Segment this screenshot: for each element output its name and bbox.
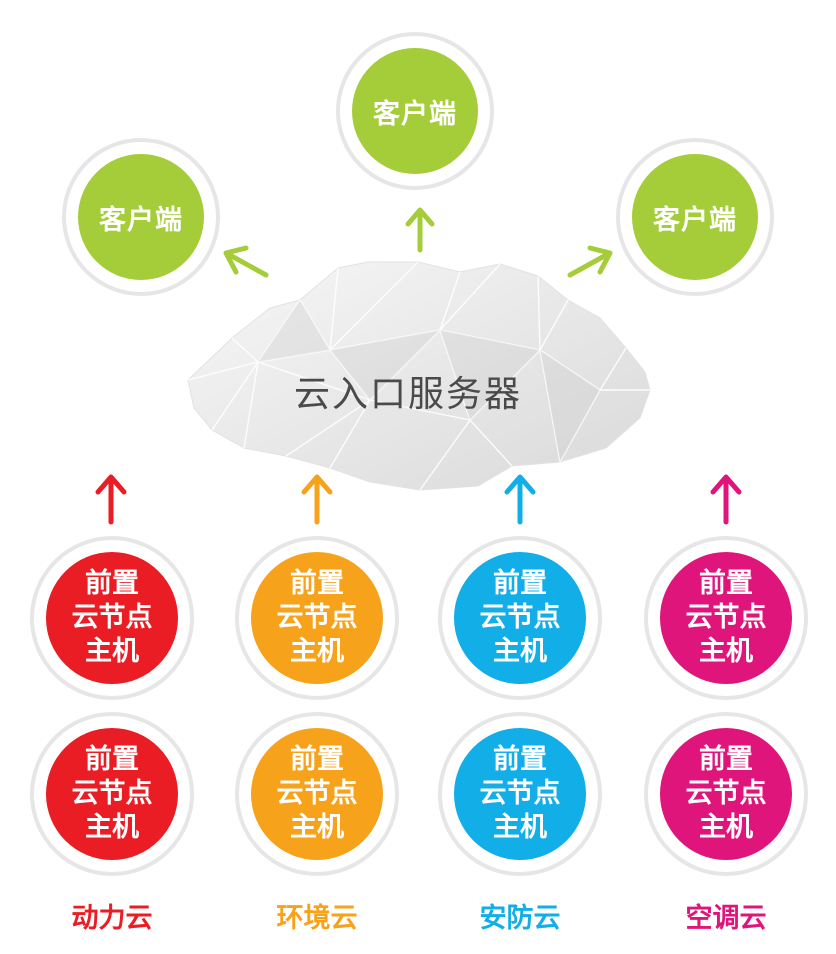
arrow-to-client-left [223,245,269,278]
host-circle: 前置 云节点 主机 [454,552,586,684]
cloud-facets [187,261,650,491]
host-line-3: 主机 [699,812,753,843]
arrow-to-client-right [567,245,613,278]
arrow-power-to-server [95,474,127,525]
host-circle: 前置 云节点 主机 [46,728,178,860]
host-line-2: 云节点 [71,602,153,633]
server-label: 云入口服务器 [294,374,523,415]
client-circle: 客户端 [78,154,204,280]
host-node-security-2: 前置 云节点 主机 [438,712,602,876]
host-line-1: 前置 [699,568,753,599]
host-line-2: 云节点 [276,602,358,633]
host-line-1: 前置 [290,744,344,775]
host-line-3: 主机 [290,812,344,843]
host-line-3: 主机 [85,812,139,843]
host-line-2: 云节点 [479,778,561,809]
host-line-3: 主机 [493,812,547,843]
host-line-1: 前置 [493,744,547,775]
host-node-environment-1: 前置 云节点 主机 [235,536,399,700]
host-line-1: 前置 [85,744,139,775]
client-label: 客户端 [653,204,737,236]
group-label-power: 动力云 [71,903,153,934]
host-line-2: 云节点 [479,602,561,633]
client-label: 客户端 [373,98,457,130]
host-node-power-2: 前置 云节点 主机 [30,712,194,876]
host-line-1: 前置 [699,744,753,775]
group-label-environment: 环境云 [276,903,358,934]
host-node-environment-2: 前置 云节点 主机 [235,712,399,876]
client-node-right: 客户端 [616,138,774,296]
arrow-security-to-server [504,474,536,525]
client-node-left: 客户端 [62,138,220,296]
host-node-aircon-2: 前置 云节点 主机 [644,712,808,876]
host-line-3: 主机 [85,636,139,667]
host-node-security-1: 前置 云节点 主机 [438,536,602,700]
group-label-aircon: 空调云 [685,903,767,934]
host-node-power-1: 前置 云节点 主机 [30,536,194,700]
host-line-3: 主机 [699,636,753,667]
client-label: 客户端 [99,204,183,236]
host-line-2: 云节点 [685,778,767,809]
host-line-2: 云节点 [71,778,153,809]
host-line-1: 前置 [493,568,547,599]
host-line-1: 前置 [85,568,139,599]
group-label-security: 安防云 [479,903,561,934]
client-circle: 客户端 [632,154,758,280]
host-line-2: 云节点 [276,778,358,809]
arrow-to-client-top [405,207,435,253]
host-line-2: 云节点 [685,602,767,633]
cloud-outline [187,261,651,491]
host-line-3: 主机 [290,636,344,667]
host-node-aircon-1: 前置 云节点 主机 [644,536,808,700]
arrow-environment-to-server [301,474,333,525]
host-line-3: 主机 [493,636,547,667]
client-node-top: 客户端 [336,32,494,190]
arrow-aircon-to-server [710,474,742,525]
host-circle: 前置 云节点 主机 [251,552,383,684]
client-circle: 客户端 [352,48,478,174]
host-circle: 前置 云节点 主机 [46,552,178,684]
host-line-1: 前置 [290,568,344,599]
host-circle: 前置 云节点 主机 [660,552,792,684]
host-circle: 前置 云节点 主机 [660,728,792,860]
host-circle: 前置 云节点 主机 [251,728,383,860]
host-circle: 前置 云节点 主机 [454,728,586,860]
